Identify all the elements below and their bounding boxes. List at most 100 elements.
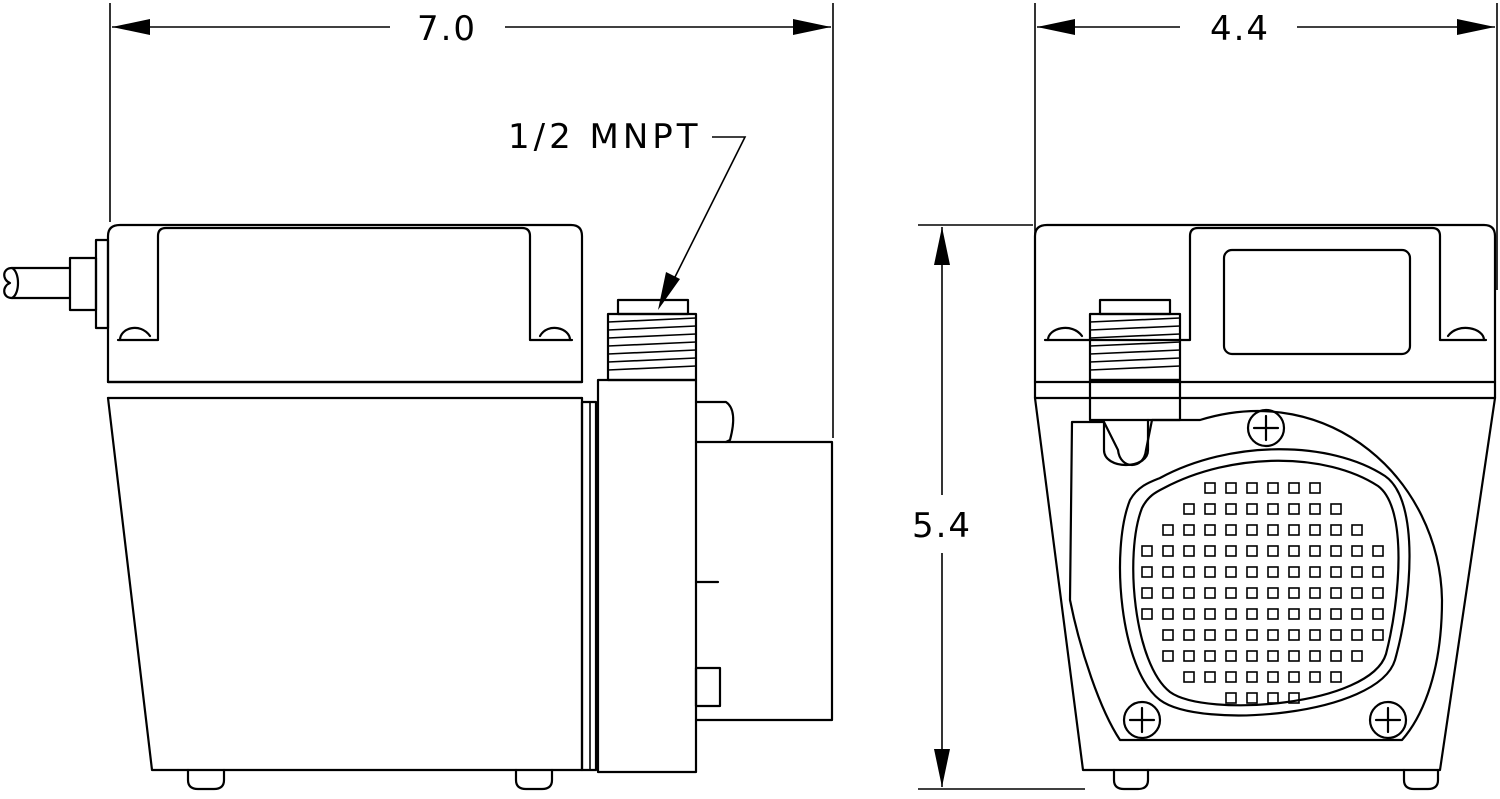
arrowhead-left	[1037, 19, 1075, 35]
screen-hole	[1204, 650, 1216, 662]
screen-hole	[1288, 629, 1300, 641]
screen-hole	[1267, 524, 1279, 536]
dimension-height: 5.4	[912, 224, 1085, 790]
screen-hole	[1204, 482, 1216, 494]
screen-hole	[1288, 545, 1300, 557]
screen-hole	[1225, 566, 1237, 578]
screen-hole	[1246, 566, 1258, 578]
screen-hole	[1288, 692, 1300, 704]
screen-hole	[1141, 545, 1153, 557]
screen-hole	[1330, 629, 1342, 641]
front-foot-right	[1402, 768, 1440, 791]
side-latch	[694, 400, 735, 444]
screen-hole	[1267, 545, 1279, 557]
screen-hole	[1225, 629, 1237, 641]
screen-hole	[1204, 545, 1216, 557]
screen-hole	[1246, 503, 1258, 515]
leader-line	[661, 136, 747, 304]
pump-body	[106, 396, 584, 772]
foot-right	[514, 768, 554, 791]
cord-grommet	[94, 238, 110, 330]
screen-hole	[1183, 608, 1195, 620]
screen-hole	[1309, 566, 1321, 578]
screen-hole	[1288, 671, 1300, 683]
screen-hole	[1288, 608, 1300, 620]
screen-hole	[1246, 587, 1258, 599]
screen-hole	[1267, 503, 1279, 515]
phillips-head-icon	[1128, 706, 1156, 734]
strain-relief	[68, 256, 98, 312]
arrowhead-top	[934, 227, 950, 265]
screen-hole	[1225, 482, 1237, 494]
screw-bottom-left	[1122, 700, 1162, 740]
screen-hole	[1372, 629, 1384, 641]
arrowhead-left	[112, 19, 150, 35]
screen-hole	[1183, 503, 1195, 515]
screen-hole	[1351, 629, 1363, 641]
screen-hole	[1330, 566, 1342, 578]
power-cord	[3, 238, 110, 330]
screen-hole	[1288, 503, 1300, 515]
front-cap-tab-right	[1446, 326, 1486, 342]
screen-hole	[1267, 650, 1279, 662]
screen-hole	[1246, 545, 1258, 557]
screen-hole	[1288, 650, 1300, 662]
label-plate	[1222, 248, 1412, 356]
screen-hole	[1309, 545, 1321, 557]
screen-hole	[1162, 608, 1174, 620]
screen-hole	[1351, 650, 1363, 662]
screen-hole	[1288, 587, 1300, 599]
screen-hole	[1183, 629, 1195, 641]
screen-hole	[1267, 566, 1279, 578]
screen-hole	[1309, 608, 1321, 620]
screen-hole	[1204, 503, 1216, 515]
volute-plate	[1068, 409, 1444, 742]
arrowhead-right	[793, 19, 831, 35]
screen-hole	[1309, 503, 1321, 515]
screen-hole	[1267, 587, 1279, 599]
front-cap-tab-left	[1046, 326, 1084, 342]
screen-hole	[1225, 524, 1237, 536]
screen-hole	[1183, 524, 1195, 536]
screen-hole	[1330, 545, 1342, 557]
screen-hole	[1225, 587, 1237, 599]
body-flange	[580, 400, 598, 772]
screen-hole	[1267, 608, 1279, 620]
phillips-head-icon	[1252, 414, 1280, 442]
screen-hole	[1267, 671, 1279, 683]
dimension-label-width-front: 4.4	[1210, 9, 1270, 49]
side-clip	[694, 666, 722, 708]
screen-hole	[1309, 524, 1321, 536]
screen-hole	[1162, 566, 1174, 578]
screw-bottom-right	[1368, 700, 1408, 740]
screen-hole	[1372, 608, 1384, 620]
screen-hole	[1204, 671, 1216, 683]
inlet-screen-inner	[1132, 459, 1400, 707]
screen-hole	[1204, 524, 1216, 536]
side-view	[3, 223, 834, 791]
front-pump-body	[1033, 396, 1497, 772]
screen-hole	[1267, 692, 1279, 704]
screen-hole	[1351, 608, 1363, 620]
screen-hole	[1225, 650, 1237, 662]
screen-hole	[1309, 671, 1321, 683]
screen-hole	[1351, 545, 1363, 557]
volute-notch	[1102, 418, 1150, 467]
screen-hole	[1309, 482, 1321, 494]
screen-hole	[1183, 587, 1195, 599]
screen-hole	[1288, 566, 1300, 578]
cap-tab-left	[118, 326, 152, 342]
screen-hole	[1372, 566, 1384, 578]
front-cap-recess	[1043, 226, 1488, 342]
screen-hole	[1330, 503, 1342, 515]
front-view	[1033, 223, 1497, 791]
arrowhead-right	[1457, 19, 1495, 35]
screen-hole	[1246, 524, 1258, 536]
cord-body	[3, 266, 72, 300]
screen-hole	[1309, 650, 1321, 662]
front-outlet-neck	[1088, 378, 1182, 422]
screw-top	[1246, 408, 1286, 448]
screen-hole	[1225, 503, 1237, 515]
